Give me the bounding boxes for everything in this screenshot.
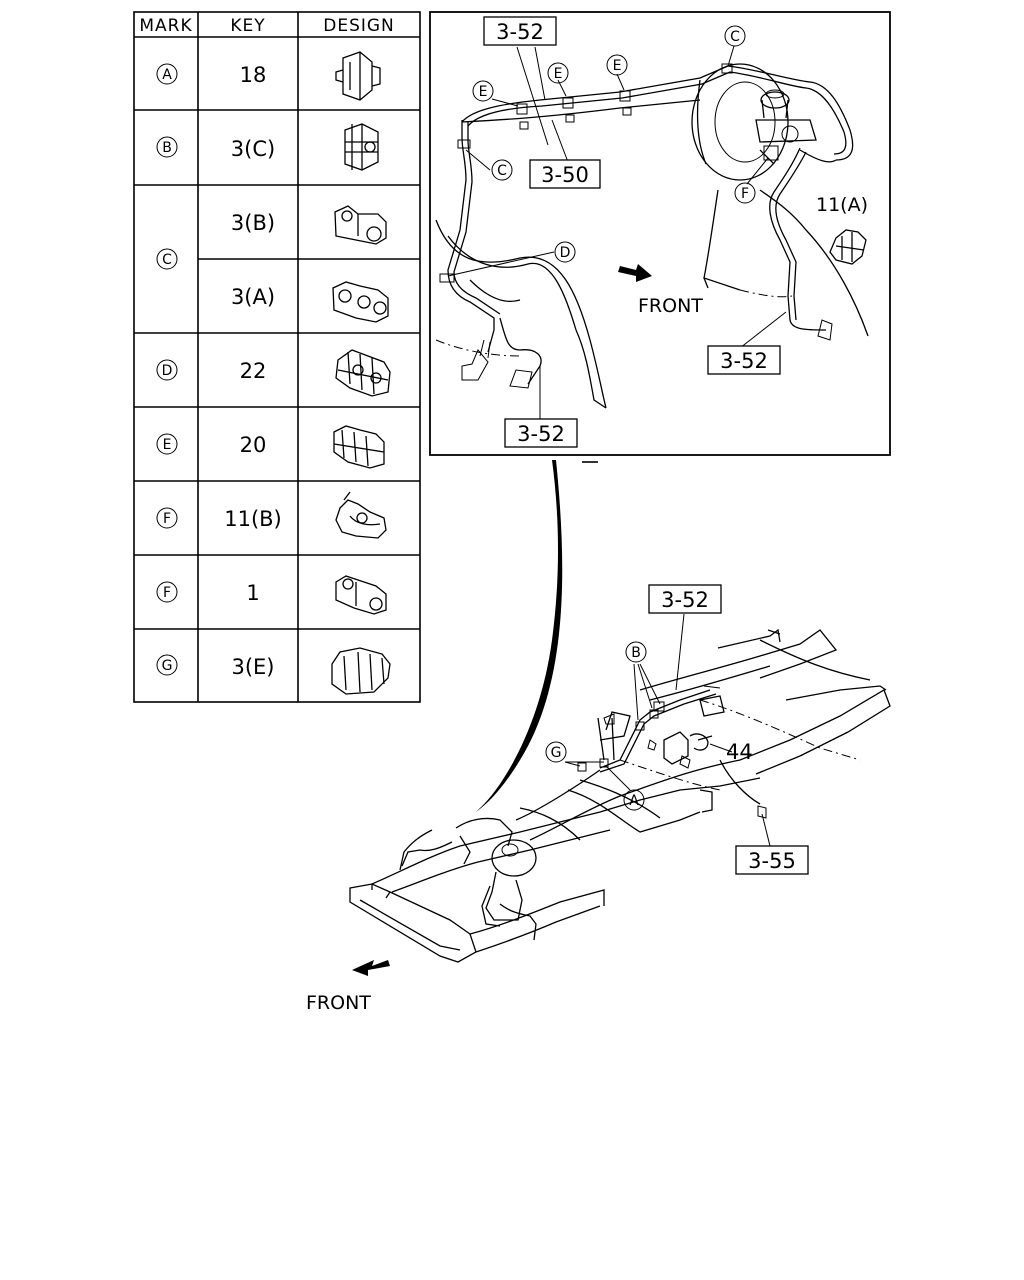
svg-text:A: A <box>629 793 639 809</box>
clip-b-icon <box>344 123 379 171</box>
marker-c: C <box>724 25 746 47</box>
marker-c: C <box>491 159 513 181</box>
svg-text:3-52: 3-52 <box>496 20 544 44</box>
clip-f1-icon <box>335 491 387 539</box>
front-arrow-icon <box>352 960 390 976</box>
svg-text:A: A <box>162 67 172 83</box>
svg-text:G: G <box>551 745 562 761</box>
mark-a: A <box>156 63 178 85</box>
mark-d: D <box>156 359 178 381</box>
clip-c2-icon <box>332 281 389 323</box>
key-value: 3(C) <box>231 137 275 161</box>
key-value: 11(B) <box>224 507 282 531</box>
svg-text:F: F <box>741 186 749 202</box>
part-44-label: 44 <box>726 740 753 764</box>
mark-c: C <box>156 248 178 270</box>
mark-e: E <box>156 433 178 455</box>
ref-box: 3-52 <box>648 584 722 614</box>
detail-inset: FRONT 3-52 3-50 3-52 3-52 11(A) C E E E … <box>429 11 891 456</box>
marker-f: F <box>734 182 756 204</box>
svg-text:C: C <box>730 29 740 45</box>
ref-box: 3-55 <box>735 845 809 875</box>
mark-b: B <box>156 136 178 158</box>
mark-g: G <box>156 654 178 676</box>
key-value: 22 <box>240 359 267 383</box>
svg-text:B: B <box>162 140 172 156</box>
marker-b: B <box>625 641 647 663</box>
svg-text:F: F <box>163 511 171 527</box>
svg-text:G: G <box>162 658 173 674</box>
svg-text:E: E <box>613 58 622 74</box>
mark-f2: F <box>156 581 178 603</box>
svg-text:E: E <box>163 437 172 453</box>
ref-box: 3-50 <box>529 159 601 189</box>
svg-text:C: C <box>497 163 507 179</box>
marker-e: E <box>606 54 628 76</box>
header-key: KEY <box>230 16 265 36</box>
line-clips <box>439 63 833 389</box>
clip-e-icon <box>333 425 385 469</box>
mark-f1: F <box>156 507 178 529</box>
ref-box: 3-52 <box>483 16 557 46</box>
svg-text:3-52: 3-52 <box>517 422 565 446</box>
key-value: 20 <box>240 433 267 457</box>
chassis-frame <box>349 628 891 963</box>
ref-box: 3-52 <box>707 345 781 375</box>
key-value: 1 <box>246 581 259 605</box>
clip-c1-icon <box>334 205 387 245</box>
svg-text:3-52: 3-52 <box>661 588 709 612</box>
key-value: 18 <box>240 63 267 87</box>
key-value: 3(E) <box>231 655 274 679</box>
svg-text:3-52: 3-52 <box>720 349 768 373</box>
svg-text:D: D <box>162 363 173 379</box>
connector-swoosh <box>476 460 598 812</box>
key-value: 3(A) <box>231 285 275 309</box>
brake-lines <box>447 65 854 385</box>
clip-g-icon <box>331 647 391 695</box>
parts-table: MARK KEY DESIGN A B C D E F F G 18 3(C) … <box>133 11 421 703</box>
svg-text:E: E <box>479 84 488 100</box>
svg-text:C: C <box>162 252 172 268</box>
leaders <box>447 45 787 420</box>
ref-box: 3-52 <box>504 418 578 448</box>
key-value: 3(B) <box>231 211 275 235</box>
front-arrow-icon <box>618 264 652 282</box>
marker-e: E <box>547 62 569 84</box>
svg-text:B: B <box>631 645 641 661</box>
header-mark: MARK <box>139 16 192 36</box>
marker-g: G <box>545 741 567 763</box>
clip-d-icon <box>335 349 391 397</box>
svg-text:D: D <box>560 245 571 261</box>
brake-booster <box>691 63 817 181</box>
marker-d: D <box>554 241 576 263</box>
detail-front-label: FRONT <box>638 295 703 317</box>
marker-a: A <box>623 789 645 811</box>
clip-11a-icon <box>829 229 867 265</box>
clip-a-icon <box>335 51 381 101</box>
svg-text:E: E <box>554 66 563 82</box>
svg-text:F: F <box>163 585 171 601</box>
frame-leaders <box>564 613 771 847</box>
svg-text:3-55: 3-55 <box>748 849 796 873</box>
frame-front-label: FRONT <box>306 992 371 1014</box>
part-11a-label: 11(A) <box>816 194 868 216</box>
clip-f2-icon <box>335 575 387 615</box>
header-design: DESIGN <box>323 16 395 36</box>
svg-text:3-50: 3-50 <box>541 163 589 187</box>
marker-e: E <box>472 80 494 102</box>
